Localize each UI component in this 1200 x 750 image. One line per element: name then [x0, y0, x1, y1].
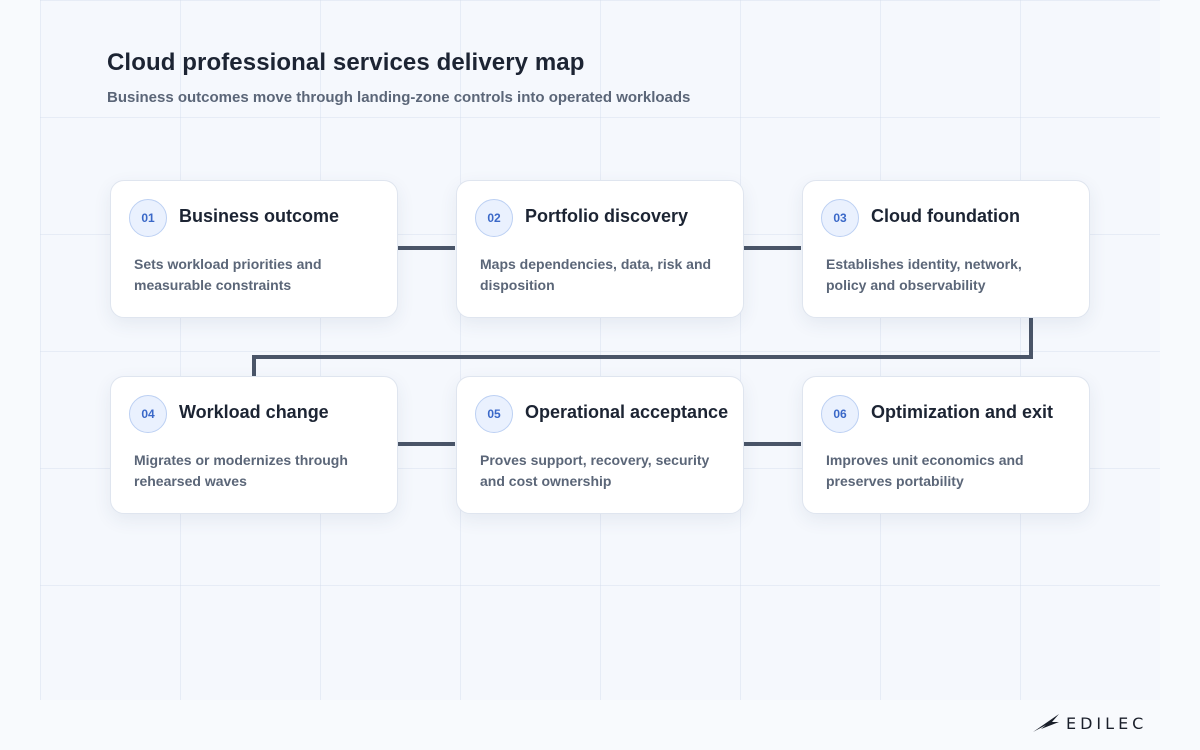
page-title: Cloud professional services delivery map — [107, 49, 585, 76]
step-description: Maps dependencies, data, risk and dispos… — [480, 256, 712, 293]
step-card-optimization-and-exit: 06 Optimization and exit Improves unit e… — [802, 376, 1090, 514]
step-description: Establishes identity, network, policy an… — [826, 256, 1022, 293]
step-card-workload-change: 04 Workload change Migrates or modernize… — [110, 376, 398, 514]
page-subtitle: Business outcomes move through landing-z… — [107, 89, 691, 106]
step-title: Business outcome — [179, 206, 340, 226]
step-number-badge: 03 — [821, 199, 859, 237]
step-number-badge: 04 — [129, 395, 167, 433]
step-description: Proves support, recovery, security and c… — [480, 452, 710, 489]
step-card-cloud-foundation: 03 Cloud foundation Establishes identity… — [802, 180, 1090, 318]
step-title: Operational acceptance — [525, 402, 729, 422]
connector-03-04 — [252, 318, 1033, 377]
step-number-badge: 02 — [475, 199, 513, 237]
step-number-badge: 05 — [475, 395, 513, 433]
diagram-canvas — [40, 0, 1160, 700]
step-description: Improves unit economics and preserves po… — [826, 452, 1024, 489]
step-card-business-outcome: 01 Business outcome Sets workload priori… — [110, 180, 398, 318]
step-number-badge: 06 — [821, 395, 859, 433]
step-title: Portfolio discovery — [525, 206, 689, 226]
step-description: Sets workload priorities and measurable … — [134, 256, 322, 293]
step-card-operational-acceptance: 05 Operational acceptance Proves support… — [456, 376, 744, 514]
step-card-portfolio-discovery: 02 Portfolio discovery Maps dependencies… — [456, 180, 744, 318]
step-title: Workload change — [179, 402, 329, 422]
brand-logo: EDILEC — [1032, 712, 1147, 734]
step-title: Cloud foundation — [871, 206, 1020, 226]
edilec-logo-icon — [1033, 714, 1059, 732]
step-description: Migrates or modernizes through rehearsed… — [134, 452, 348, 489]
logo-text: EDILEC — [1066, 713, 1148, 733]
step-title: Optimization and exit — [871, 402, 1054, 422]
step-number-badge: 01 — [129, 199, 167, 237]
